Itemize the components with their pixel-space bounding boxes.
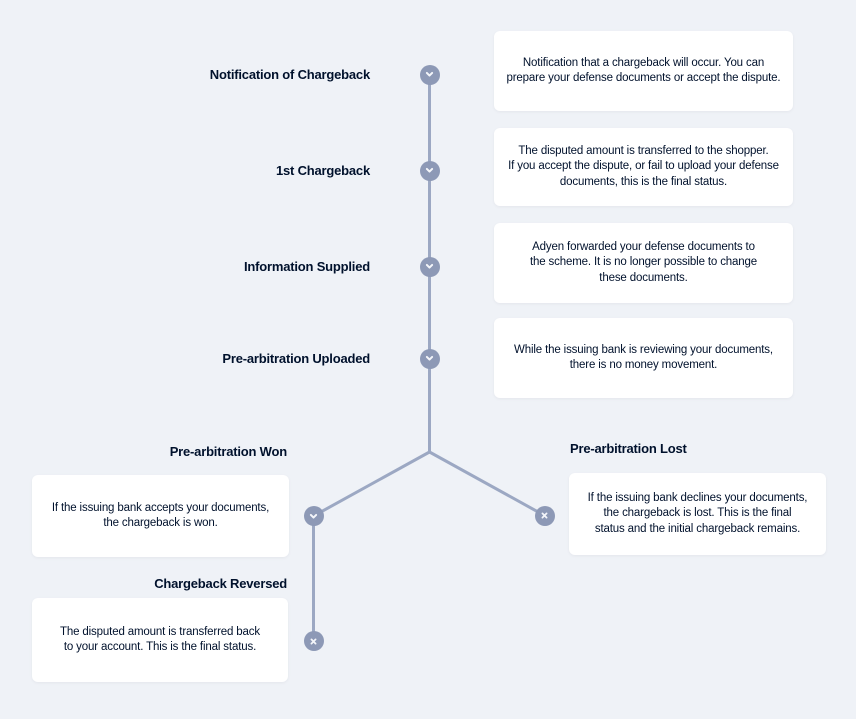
node-first-chargeback <box>419 160 440 181</box>
step-label-pre-arbitration-uploaded: Pre-arbitration Uploaded <box>222 351 370 366</box>
card-chargeback-reversed: The disputed amount is transferred back … <box>32 598 288 682</box>
chevron-down-icon <box>308 511 319 522</box>
step-label-first-chargeback: 1st Chargeback <box>275 163 370 178</box>
node-information-supplied <box>419 256 440 277</box>
step-description: If the issuing bank accepts your documen… <box>51 501 270 529</box>
step-description: The disputed amount is transferred to th… <box>508 145 779 188</box>
connector-branch-left <box>312 450 431 518</box>
step-label-notification-of-chargeback: Notification of Chargeback <box>209 67 370 82</box>
step-description: The disputed amount is transferred back … <box>60 625 260 653</box>
chevron-down-icon <box>424 69 435 80</box>
card-pre-arbitration-uploaded: While the issuing bank is reviewing your… <box>494 318 793 398</box>
close-icon <box>308 636 319 647</box>
step-label-information-supplied: Information Supplied <box>244 259 370 274</box>
node-pre-arbitration-uploaded <box>419 348 440 369</box>
node-chargeback-reversed <box>303 631 324 651</box>
close-icon <box>539 510 550 521</box>
card-first-chargeback: The disputed amount is transferred to th… <box>494 128 793 206</box>
step-label-pre-arbitration-won: Pre-arbitration Won <box>169 444 288 459</box>
node-pre-arbitration-lost <box>534 505 555 526</box>
node-pre-arbitration-won <box>303 506 324 526</box>
step-description: Notification that a chargeback will occu… <box>506 56 781 84</box>
node-notification-of-chargeback <box>419 64 440 85</box>
card-information-supplied: Adyen forwarded your defense documents t… <box>494 223 793 303</box>
step-description: Adyen forwarded your defense documents t… <box>529 241 758 284</box>
step-description: While the issuing bank is reviewing your… <box>514 343 773 371</box>
step-description: If the issuing bank declines your docume… <box>587 492 808 535</box>
connector-branch-right <box>428 450 546 517</box>
card-pre-arbitration-lost: If the issuing bank declines your docume… <box>569 473 826 555</box>
chevron-down-icon <box>424 261 435 272</box>
step-label-pre-arbitration-lost: Pre-arbitration Lost <box>570 441 687 456</box>
card-notification-of-chargeback: Notification that a chargeback will occu… <box>494 31 793 111</box>
chevron-down-icon <box>424 353 435 364</box>
chevron-down-icon <box>424 165 435 176</box>
card-pre-arbitration-won: If the issuing bank accepts your documen… <box>32 475 289 557</box>
step-label-chargeback-reversed: Chargeback Reversed <box>154 576 287 591</box>
